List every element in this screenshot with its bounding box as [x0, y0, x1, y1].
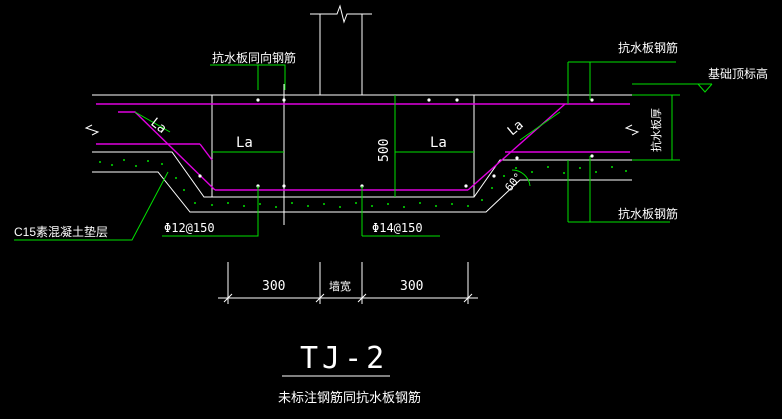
label-rebar-right: Φ14@150 [372, 221, 423, 235]
label-anti-water-rebar-top: 抗水板钢筋 [618, 40, 678, 55]
label-la-left-mid: La [236, 135, 253, 151]
label-la-left-top: La [148, 115, 170, 136]
label-rebar-left: Φ12@150 [164, 221, 215, 235]
rebar-dots [198, 98, 594, 188]
cushion-layer [99, 159, 627, 208]
label-anti-water-rebar-bottom: 抗水板钢筋 [618, 206, 678, 221]
label-dim-500: 500 [377, 139, 392, 162]
wall [310, 4, 372, 95]
label-cushion: C15素混凝土垫层 [14, 224, 108, 239]
label-foundation-top-elevation: 基础顶标高 [708, 66, 768, 81]
label-dim-mid: 墙宽 [329, 279, 351, 293]
drawing-title: TJ-2 [300, 341, 388, 376]
label-dim-left: 300 [262, 279, 285, 294]
label-anti-water-thickness: 抗水板厚 [649, 108, 663, 152]
label-angle: 60° [502, 170, 525, 194]
label-anti-water-same-direction: 抗水板同向钢筋 [212, 50, 296, 65]
dimension-line [218, 262, 478, 304]
rebar [96, 103, 630, 191]
label-la-right-top: La [505, 118, 527, 140]
label-la-right-mid: La [430, 135, 447, 151]
leader-lines [14, 61, 713, 241]
slab-outline [84, 84, 640, 225]
drawing-note: 未标注钢筋同抗水板钢筋 [278, 390, 421, 405]
label-dim-right: 300 [400, 279, 423, 294]
